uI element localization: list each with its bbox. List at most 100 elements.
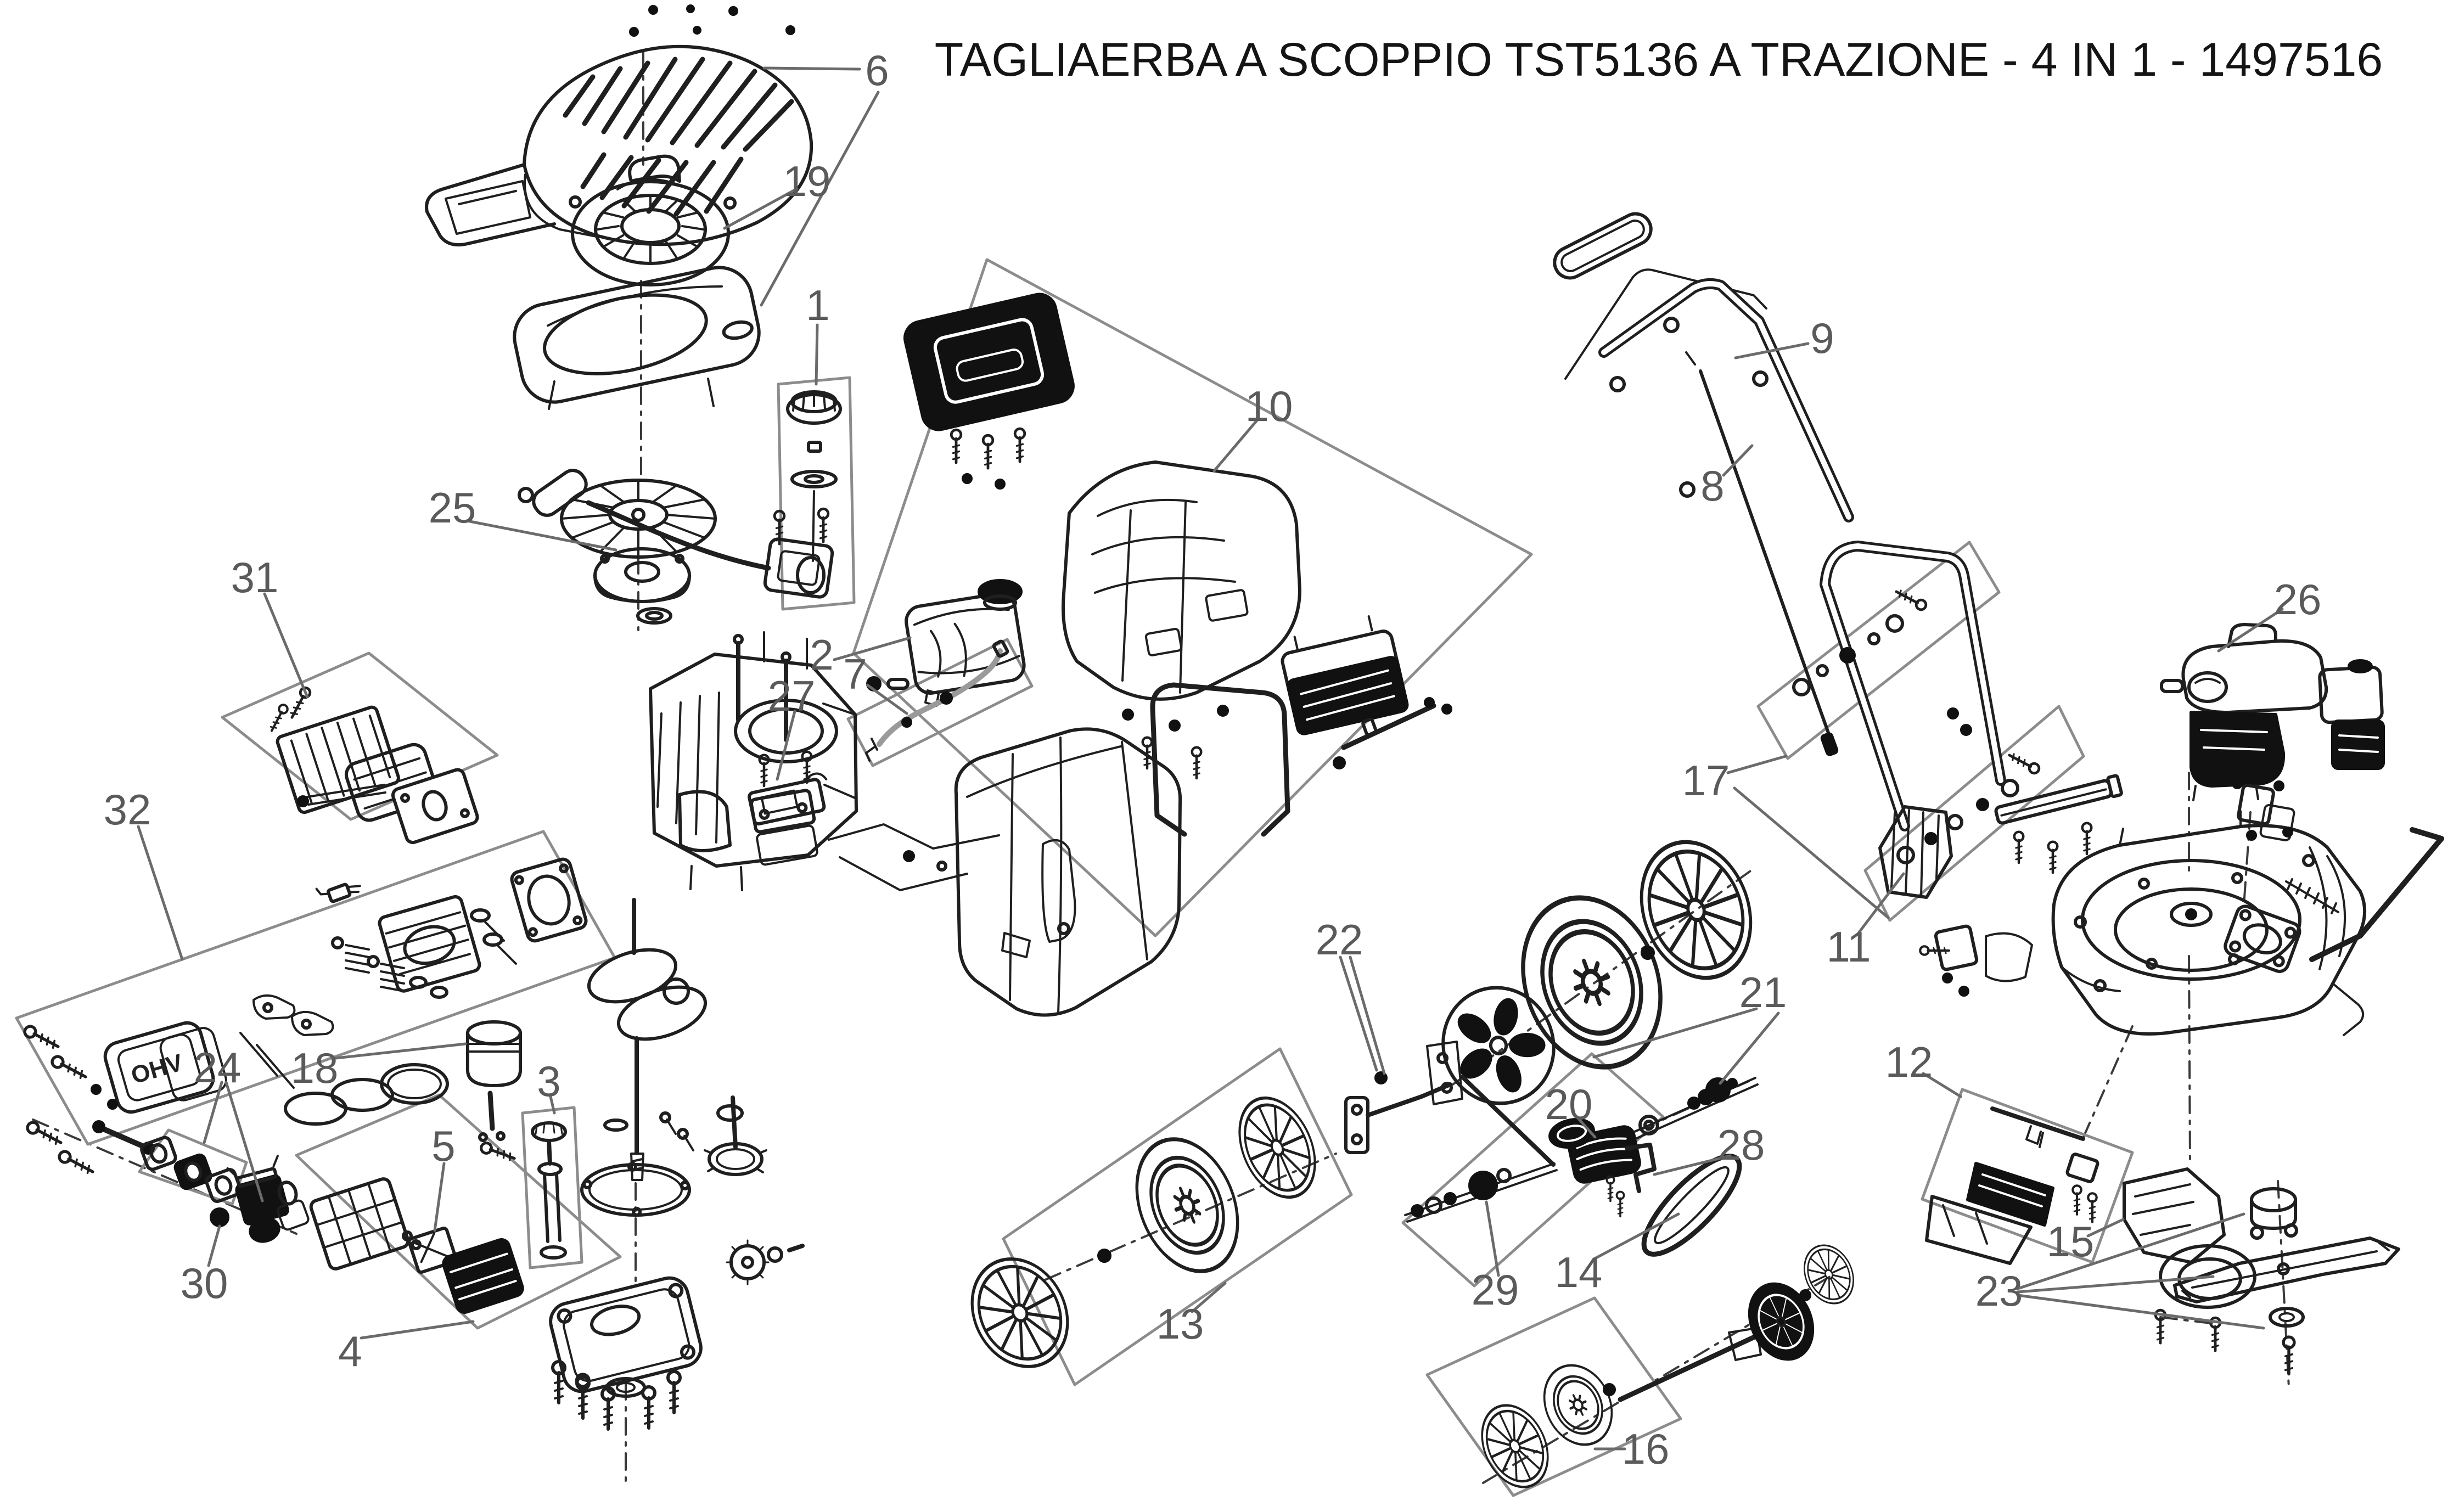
part-label-13: 13 [1156, 1300, 1204, 1348]
box-part-3 [521, 1106, 583, 1269]
belt-keeper [1625, 1143, 1657, 1193]
leader-part-11 [1857, 872, 1905, 935]
handlebar-group [1553, 212, 2041, 864]
lower-handle-tube [1820, 541, 2006, 831]
axis-lines [32, 51, 2290, 1484]
fuel-cap-group [786, 390, 842, 594]
leader-part-8 [1722, 444, 1754, 477]
cylinder-block-part [649, 653, 858, 868]
bail-bar [1564, 268, 1767, 380]
control-cable [1699, 369, 1831, 736]
leader-part-24 [224, 1081, 264, 1202]
leader-part-18 [334, 1042, 467, 1060]
part-label-12: 12 [1885, 1038, 1933, 1086]
part-label-16: 16 [1622, 1425, 1670, 1473]
part-label-19: 19 [783, 157, 831, 205]
engine-assembly-group [2160, 623, 2385, 801]
leader-part-3 [549, 1095, 556, 1115]
leader-part-24 [203, 1081, 223, 1144]
upper-handle-tube [1598, 278, 1854, 522]
blade-group [2173, 1187, 2400, 1374]
part-label-28: 28 [1717, 1121, 1765, 1169]
rotor-cup [593, 547, 691, 625]
page-title: TAGLIAERBA A SCOPPIO TST5136 A TRAZIONE … [935, 33, 2383, 86]
transmission-group [1404, 1077, 1759, 1257]
cover-screws [23, 1025, 118, 1177]
part-label-25: 25 [429, 484, 476, 532]
cylinder-head-group: OHV [23, 857, 588, 1176]
grass-bag [954, 727, 1182, 1017]
mulch-plug-group [1925, 1106, 2099, 1265]
leader-part-19 [723, 187, 799, 230]
deck-part [2051, 824, 2366, 1036]
part-label-21: 21 [1739, 968, 1787, 1016]
part-label-22: 22 [1316, 915, 1363, 964]
part-label-32: 32 [104, 785, 151, 834]
ohv-engraving: OHV [128, 1049, 186, 1089]
leader-part-2 [833, 636, 912, 661]
box-part-31 [221, 651, 499, 821]
engine-cover-group [425, 4, 813, 247]
part-label-2: 2 [810, 631, 833, 679]
leader-part-22 [1349, 955, 1386, 1075]
valve-springs [331, 936, 448, 999]
sump-group [480, 1121, 805, 1429]
flywheel-fan [560, 479, 717, 559]
leader-part-10 [1212, 419, 1259, 473]
handle-hardware-a [1792, 587, 1928, 696]
leader-part-23 [2016, 1275, 2215, 1294]
part-label-20: 20 [1545, 1080, 1593, 1128]
oil-seal [636, 607, 672, 625]
filter-cover [442, 1238, 524, 1314]
leader-part-1 [815, 323, 819, 386]
spring [2285, 878, 2339, 914]
leader-part-6 [762, 66, 861, 71]
foam-grip [1553, 212, 1653, 280]
catcher-lid [903, 293, 1075, 431]
handle-hardware-b [1896, 751, 2041, 864]
deflector-part [678, 790, 732, 852]
leader-part-17 [1726, 755, 1787, 774]
drive-belt [1641, 1154, 1742, 1257]
oil-fill-tube [480, 1121, 567, 1260]
starter-group [569, 154, 737, 286]
part-label-3: 3 [537, 1057, 560, 1105]
part-label-23: 23 [1975, 1267, 2023, 1315]
blade-part [2173, 1236, 2400, 1303]
box-part-1 [777, 376, 856, 611]
part-label-26: 26 [2274, 575, 2322, 623]
leader-part-6 [760, 91, 880, 307]
rear-rail [1994, 774, 2123, 825]
rocker-arms [252, 994, 334, 1036]
starter-part [571, 180, 730, 286]
box-part-7 [846, 638, 1034, 767]
leader-part-28 [1653, 1154, 1732, 1176]
part-label-29: 29 [1472, 1266, 1519, 1314]
throttle-bracket-group [748, 752, 1076, 958]
box-part-13 [1002, 1047, 1353, 1386]
part-label-4: 4 [338, 1327, 362, 1375]
part-label-14: 14 [1555, 1248, 1603, 1296]
part-label-1: 1 [806, 281, 829, 329]
valve-cover [103, 1021, 215, 1114]
crankshaft-group [284, 898, 767, 1181]
part-label-30: 30 [181, 1259, 228, 1307]
front-wheels-group [954, 1086, 1330, 1384]
valves [470, 908, 517, 965]
throttle-cable-group [865, 639, 1009, 762]
rear-door [1281, 615, 1409, 735]
leader-part-21 [1592, 1007, 1758, 1059]
cylinder-block-group [649, 631, 858, 891]
leader-part-7 [866, 683, 908, 715]
leader-part-26 [2217, 608, 2284, 653]
air-filter-group [309, 1177, 524, 1314]
part-label-31: 31 [231, 553, 279, 602]
camshaft-group [704, 1095, 767, 1176]
leader-part-29 [1485, 1200, 1500, 1277]
deck-brackets-left [1920, 924, 2033, 997]
spark-plug [315, 883, 361, 903]
box-part-32 [15, 830, 616, 1146]
drive-lever-group [1344, 1041, 1556, 1167]
